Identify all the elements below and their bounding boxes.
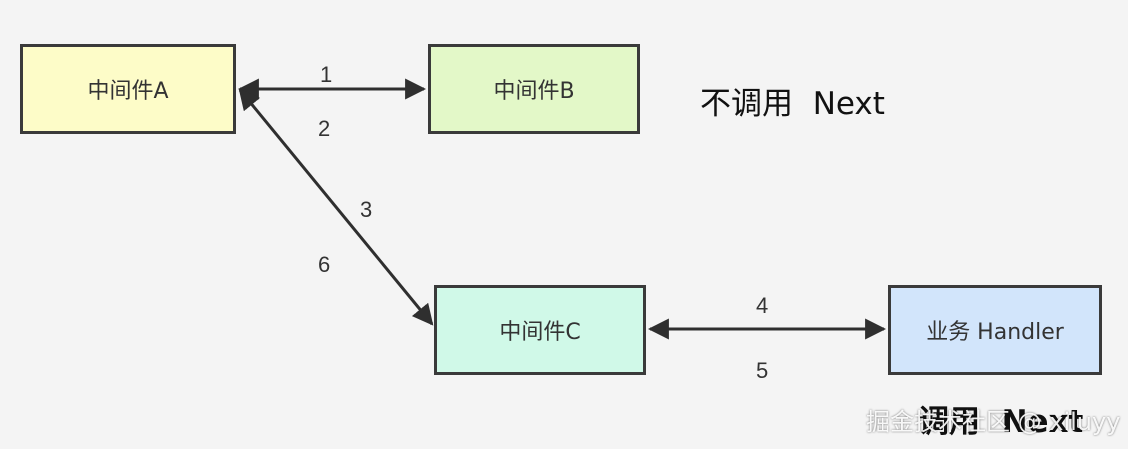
edge-label-6: 6 bbox=[318, 252, 331, 277]
edge-label-3: 3 bbox=[360, 197, 373, 222]
middleware-b-node: 中间件B bbox=[428, 44, 640, 134]
edge-label-1: 1 bbox=[320, 62, 333, 87]
edge-label-2: 2 bbox=[318, 116, 331, 141]
middleware-b-label: 中间件B bbox=[493, 79, 575, 104]
watermark-text: 掘金技术社区 @ xiluyy bbox=[866, 408, 1121, 436]
middleware-a-label: 中间件A bbox=[87, 79, 169, 104]
call-next-caption: 调用 Next bbox=[918, 404, 1084, 440]
edge-label-4: 4 bbox=[756, 293, 769, 318]
no-next-caption: 不调用 Next bbox=[700, 86, 885, 122]
middleware-a-node: 中间件A bbox=[20, 44, 236, 134]
middleware-c-label: 中间件C bbox=[499, 320, 581, 345]
middleware-c-node: 中间件C bbox=[434, 285, 646, 375]
edge-a-c bbox=[238, 88, 434, 326]
edge-label-5: 5 bbox=[756, 358, 769, 383]
business-handler-node: 业务 Handler bbox=[888, 285, 1102, 375]
business-handler-label: 业务 Handler bbox=[926, 320, 1064, 345]
